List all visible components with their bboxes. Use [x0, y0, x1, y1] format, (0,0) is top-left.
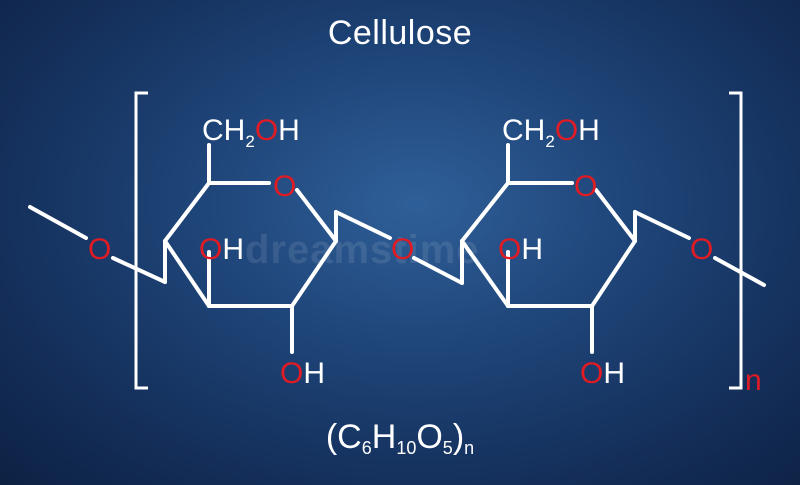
formula-n: n: [464, 438, 475, 458]
ring-oxygen: O: [273, 170, 296, 203]
bond: [111, 256, 167, 284]
terminal-oxygen-left: O: [88, 233, 111, 266]
formula-o: O: [416, 418, 443, 456]
diagram-title: Cellulose: [327, 14, 473, 52]
bond: [28, 205, 88, 240]
hydroxyl-label: OH: [280, 357, 325, 390]
ch2oh-sub: 2: [545, 132, 554, 151]
hydroxyl-o: O: [199, 233, 222, 266]
watermark: dreamstime: [245, 228, 480, 272]
formula-o-sub: 5: [442, 438, 453, 458]
bond: [412, 256, 464, 285]
bond: [334, 210, 392, 240]
molecular-formula: (C6H10O5)n: [0, 418, 800, 459]
formula-c-sub: 6: [361, 438, 372, 458]
repeat-index: n: [745, 364, 762, 397]
terminal-oxygen-right: O: [690, 233, 713, 266]
hydroxyl-h: H: [222, 233, 244, 266]
bond: [163, 239, 211, 308]
ch2oh-label: CH2OH: [202, 114, 300, 151]
bond: [590, 239, 637, 308]
bond: [460, 181, 510, 243]
ch2oh-h: H: [278, 114, 300, 147]
hydroxyl-o: O: [280, 357, 303, 390]
bonds: [28, 143, 766, 354]
ch2oh-c: CH: [202, 114, 245, 147]
ch2oh-h: H: [578, 114, 600, 147]
ch2oh-sub: 2: [245, 132, 254, 151]
formula-h: H: [371, 418, 397, 456]
atom-labels: CH2OH CH2OH O O O O O OH OH OH OH n: [88, 114, 762, 397]
formula-h-sub: 10: [396, 438, 417, 458]
hydroxyl-label: OH: [498, 233, 543, 266]
ch2oh-o: O: [555, 114, 578, 147]
right-bracket: [729, 91, 743, 390]
ch2oh-label: CH2OH: [502, 114, 600, 151]
hydroxyl-label: OH: [199, 233, 244, 266]
hydroxyl-h: H: [521, 233, 543, 266]
bond: [290, 239, 338, 308]
hydroxyl-label: OH: [580, 357, 625, 390]
hydroxyl-h: H: [603, 357, 625, 390]
bond: [713, 256, 766, 287]
ch2oh-o: O: [255, 114, 278, 147]
ch2oh-c: CH: [502, 114, 545, 147]
bond: [295, 188, 338, 243]
hydroxyl-o: O: [580, 357, 603, 390]
glycosidic-oxygen: O: [391, 233, 414, 266]
left-bracket: [134, 91, 148, 390]
formula-open-paren: (: [325, 418, 338, 456]
polymer-brackets: [134, 91, 743, 390]
ring-oxygen: O: [574, 170, 597, 203]
bond: [163, 181, 211, 243]
hydroxyl-h: H: [303, 357, 325, 390]
hydroxyl-o: O: [498, 233, 521, 266]
bond: [594, 188, 637, 243]
bond: [633, 210, 691, 240]
formula-close-paren: ): [452, 418, 465, 456]
bond: [460, 239, 510, 308]
formula-c: C: [337, 418, 362, 456]
